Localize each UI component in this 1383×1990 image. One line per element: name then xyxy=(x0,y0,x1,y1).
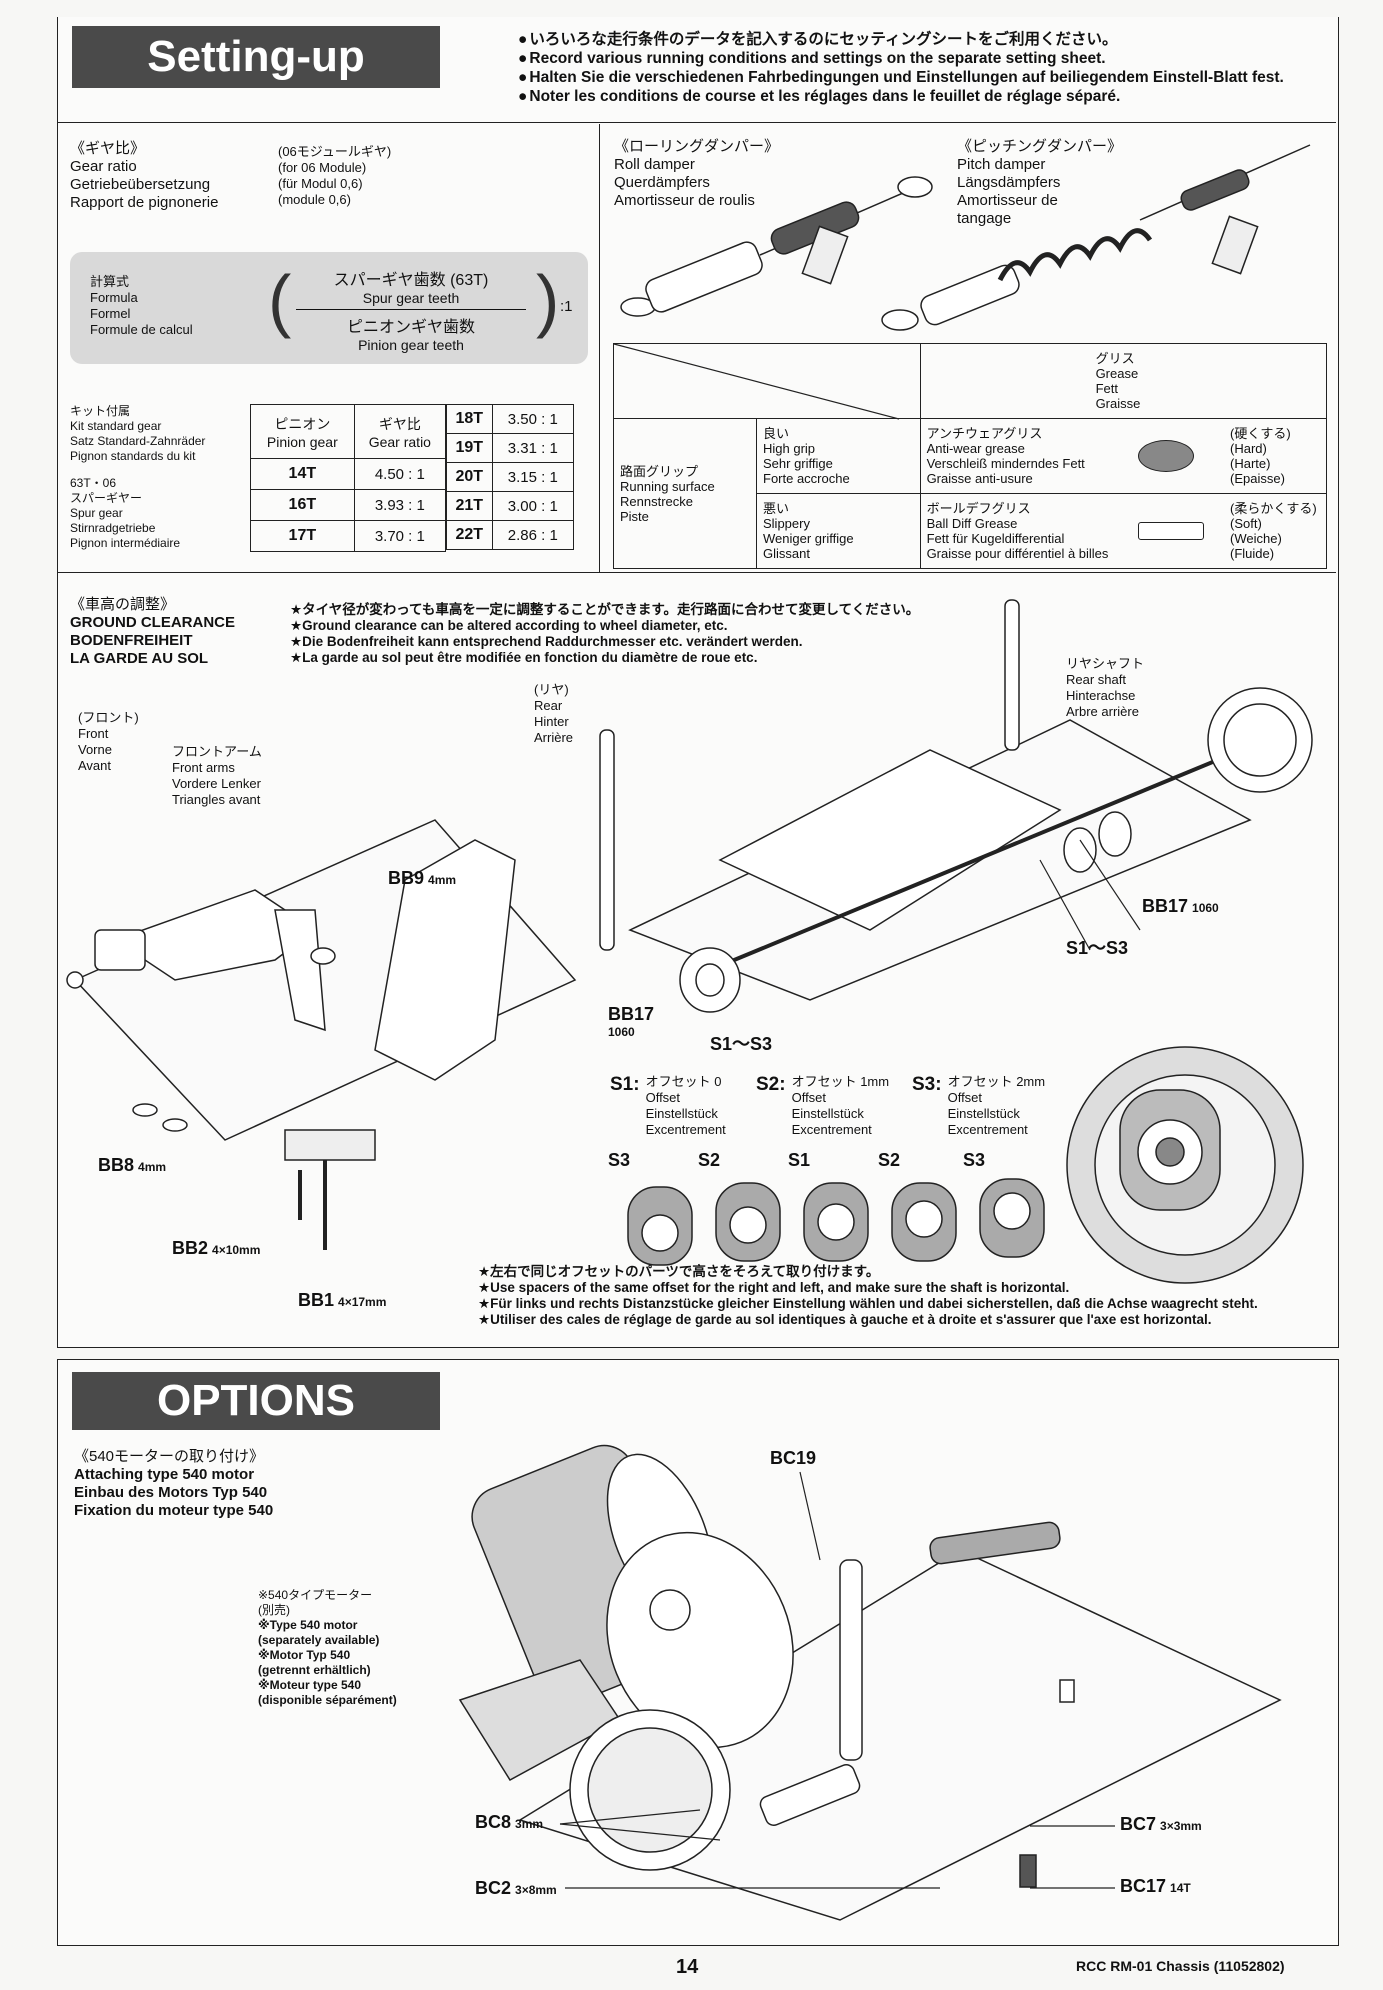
diagonal-line xyxy=(613,343,900,420)
table-cell: 3.50 : 1 xyxy=(491,404,575,434)
table-cell: 3.70 : 1 xyxy=(353,520,447,552)
table-cell: 17T xyxy=(250,520,355,552)
motor-install-drawing xyxy=(458,1444,1282,1921)
table-cell: 22T xyxy=(446,520,493,550)
part-label-s1s3-right: S1〜S3 xyxy=(1066,938,1129,958)
table-cell: 3.93 : 1 xyxy=(353,489,447,521)
fraction-bar xyxy=(296,309,526,310)
spacer-label: S1 xyxy=(788,1150,811,1170)
roll-damper-drawing xyxy=(620,176,933,317)
soft-cell: (柔らかくする)(Soft) (Weiche)(Fluide) xyxy=(1224,493,1327,569)
grease-jar-icon xyxy=(1132,418,1224,494)
options-heading: 《540モーターの取り付け》 Attaching type 540 motor … xyxy=(74,1448,274,1519)
denominator-en: Pinion gear teeth xyxy=(358,337,464,353)
ground-clearance-notes: タイヤ径が変わっても車高を一定に調整することができます。走行路面に合わせて変更し… xyxy=(290,602,919,666)
page-number: 14 xyxy=(676,1956,699,1978)
spacer-label: S3 xyxy=(608,1150,631,1170)
rear-chassis-drawing xyxy=(599,599,1313,1013)
ground-clearance-bottom-notes: 左右で同じオフセットのパーツで高さをそろえて取り付けます。Use spacers… xyxy=(478,1264,1258,1328)
gear-module-note: (06モジュールギヤ)(for 06 Module) (für Modul 0,… xyxy=(278,144,392,207)
grease-diagonal-cell xyxy=(613,343,921,420)
column-divider xyxy=(599,124,600,572)
grease-tube-icon xyxy=(1132,493,1224,569)
table-cell: 3.15 : 1 xyxy=(491,462,575,492)
document-id: RCC RM-01 Chassis (11052802) xyxy=(1076,1958,1285,1974)
formula-paren-left: ( xyxy=(268,261,292,339)
formula-paren-right: ) xyxy=(536,261,560,339)
motor-note: ※540タイプモーター(別売) ※Type 540 motor(separate… xyxy=(258,1588,397,1707)
rear-hub-detail xyxy=(1066,1046,1304,1284)
numerator-en: Spur gear teeth xyxy=(362,290,460,306)
table-cell: 4.50 : 1 xyxy=(353,458,447,490)
pitch-damper-drawing xyxy=(881,144,1311,331)
spacer-label: S3 xyxy=(963,1150,986,1170)
formula-ratio: :1 xyxy=(560,298,573,315)
section-divider xyxy=(58,572,1336,573)
section-divider xyxy=(58,122,1336,123)
part-label-bc19: BC19 xyxy=(770,1448,817,1468)
setting-up-banner: Setting-up xyxy=(72,26,440,88)
formula-fraction: スパーギヤ歯数 (63T) Spur gear teeth ピニオンギヤ歯数 P… xyxy=(286,266,536,353)
spacer-row: S3 S2 S1 S2 S3 xyxy=(608,1150,1045,1280)
intro-line: いろいろな走行条件のデータを記入するのにセッティングシートをご利用ください。 xyxy=(518,30,1338,49)
numerator: スパーギヤ歯数 (63T) xyxy=(333,272,489,289)
intro-line: Noter les conditions de course et les ré… xyxy=(518,87,1338,106)
setup-intro: いろいろな走行条件のデータを記入するのにセッティングシートをご利用ください。 R… xyxy=(518,30,1338,106)
spacer-label: S2 xyxy=(878,1150,901,1170)
table-cell: 2.86 : 1 xyxy=(491,520,575,550)
table-cell: 3.00 : 1 xyxy=(491,491,575,521)
table-cell: 3.31 : 1 xyxy=(491,433,575,463)
intro-line: Record various running conditions and se… xyxy=(518,49,1338,68)
intro-line: Halten Sie die verschiedenen Fahrbedingu… xyxy=(518,68,1338,87)
spacer-shapes xyxy=(627,1178,1045,1266)
table-cell: 19T xyxy=(446,433,493,463)
part-label-s1s3-left: S1〜S3 xyxy=(710,1034,773,1054)
table-cell: 20T xyxy=(446,462,493,492)
table-cell: 21T xyxy=(446,491,493,521)
ground-clearance-heading: 《車高の調整》 GROUND CLEARANCE BODENFREIHEIT L… xyxy=(70,596,235,667)
spacer-label: S2 xyxy=(698,1150,721,1170)
options-banner: OPTIONS xyxy=(72,1372,440,1430)
denominator: ピニオンギヤ歯数 xyxy=(346,319,475,336)
front-chassis-drawing xyxy=(66,819,577,1250)
